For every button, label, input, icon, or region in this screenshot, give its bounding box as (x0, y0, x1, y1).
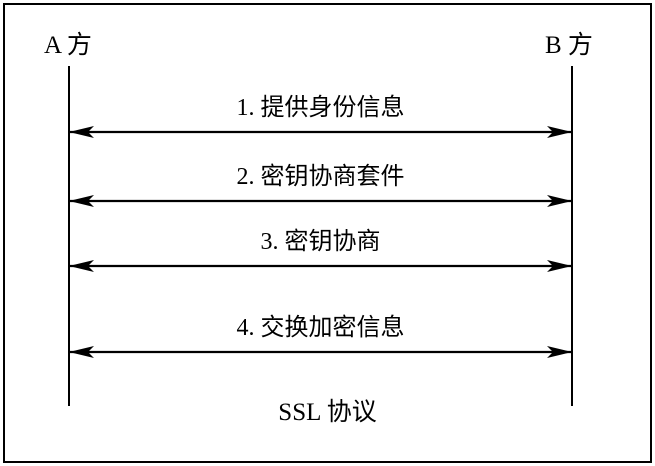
message-label-3: 3. 密钥协商 (260, 229, 381, 255)
lifeline-b (571, 66, 573, 406)
figure-border (3, 3, 652, 463)
lifeline-a (68, 66, 70, 406)
message-label-1: 1. 提供身份信息 (236, 95, 405, 121)
message-arrow-3 (69, 260, 572, 272)
message-arrow-2 (69, 195, 572, 207)
actor-label-b: B 方 (545, 32, 593, 59)
figure-caption: SSL 协议 (278, 399, 377, 426)
message-arrow-4 (69, 346, 572, 358)
message-label-4: 4. 交换加密信息 (236, 315, 405, 341)
message-label-2: 2. 密钥协商套件 (236, 164, 405, 190)
actor-label-a: A 方 (44, 32, 92, 59)
message-arrow-1 (69, 126, 572, 138)
